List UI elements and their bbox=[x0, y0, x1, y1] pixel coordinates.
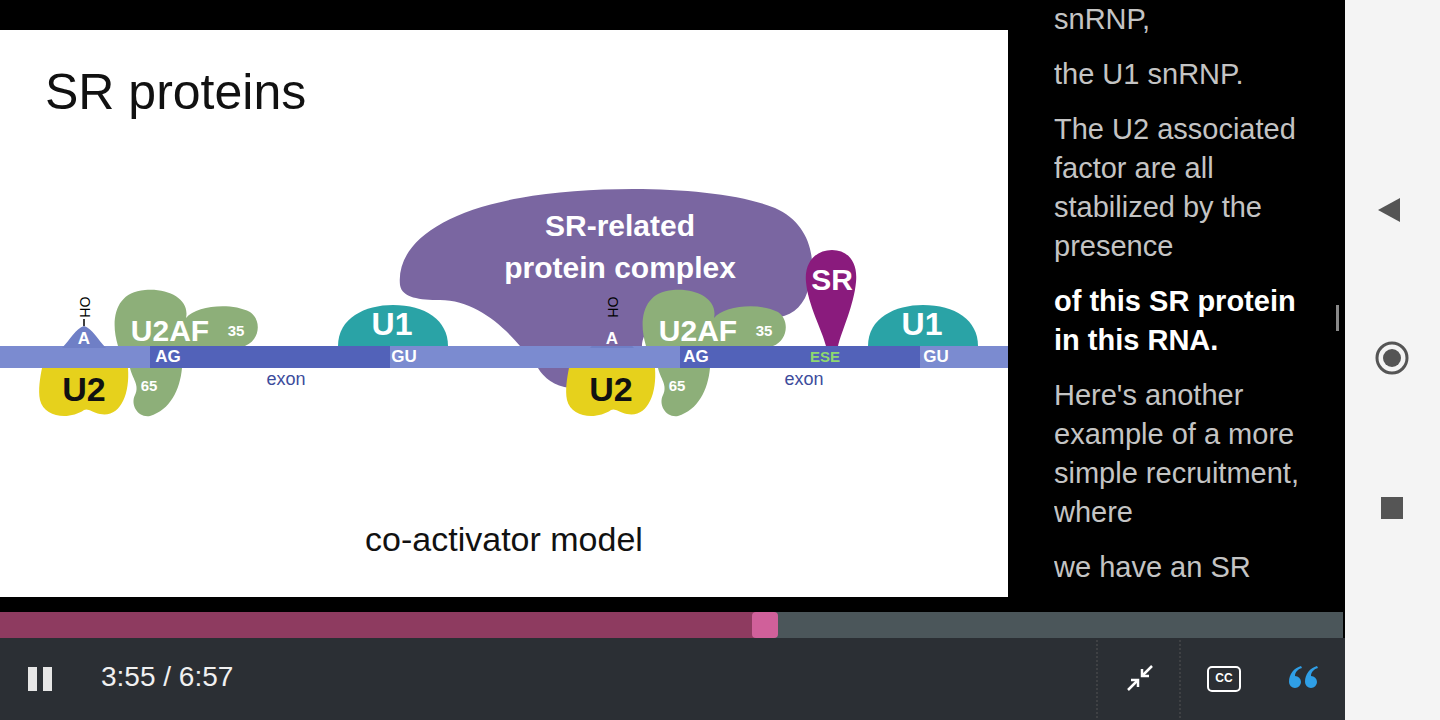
node-text: SR-related protein complex bbox=[492, 205, 748, 289]
sr-protein-outline bbox=[806, 250, 856, 346]
node-text: 35 bbox=[756, 323, 773, 340]
u2af-factor: U2AF 35 65 bbox=[636, 286, 791, 418]
hydroxyl-label: OH bbox=[76, 297, 91, 318]
sr-related-complex: SR-related protein complex bbox=[393, 184, 821, 392]
u2af-factor-shape bbox=[636, 286, 791, 418]
u1-snrnp-outline bbox=[868, 305, 978, 346]
splice-site-label: AG bbox=[155, 348, 181, 367]
progress-played bbox=[0, 612, 765, 638]
sr-related-complex-outline bbox=[400, 189, 812, 346]
u2-snrnp: U2 bbox=[565, 358, 659, 422]
u2-snrnp-outline bbox=[39, 368, 128, 416]
transcript-panel: snRNP, the U1 snRNP. The U2 associated fac… bbox=[1054, 0, 1316, 606]
cc-icon-text: CC bbox=[1215, 672, 1232, 685]
cc-icon-frame bbox=[1208, 667, 1240, 691]
node-text: 65 bbox=[669, 378, 686, 395]
exon-label: exon bbox=[266, 370, 305, 390]
compress-icon bbox=[1128, 666, 1152, 690]
sr-protein-outline bbox=[806, 250, 856, 346]
exon-segment bbox=[680, 346, 920, 368]
transcript-line: Here's another example of a more simple … bbox=[1054, 376, 1316, 532]
splice-site-label: GU bbox=[391, 348, 417, 367]
u1-snrnp-outline bbox=[338, 305, 448, 346]
enhancer-label: ESE bbox=[810, 349, 840, 366]
home-icon-dot bbox=[1383, 349, 1401, 367]
home-icon bbox=[1377, 343, 1407, 373]
u2af-factor: U2AF 35 65 bbox=[108, 286, 263, 418]
node-text: SR bbox=[811, 263, 853, 296]
transcript-line: of this SR protein in this RNA. bbox=[1054, 282, 1316, 360]
pause-icon bbox=[43, 667, 52, 691]
hydroxyl-bond bbox=[83, 319, 85, 326]
node-text: U2AF bbox=[659, 314, 737, 347]
u2-snrnp-outline bbox=[566, 368, 655, 416]
transcript-line: the U1 snRNP. bbox=[1054, 55, 1316, 94]
exon-segment bbox=[150, 346, 390, 368]
u2-snrnp-outline bbox=[566, 368, 655, 416]
node-text: U1 bbox=[902, 307, 943, 342]
sr-related-complex-outline bbox=[400, 189, 812, 388]
rna-strand bbox=[0, 346, 1008, 368]
slide-title: SR proteins bbox=[45, 65, 306, 120]
slide-background bbox=[0, 30, 1008, 597]
u2af-factor-outline bbox=[658, 368, 710, 416]
u1-snrnp-outline bbox=[868, 305, 978, 346]
u1-snrnp: U1 bbox=[336, 303, 450, 350]
u2af-factor-shape bbox=[108, 286, 263, 418]
slide-caption: co-activator model bbox=[365, 521, 643, 558]
node-text: 35 bbox=[228, 323, 245, 340]
recents-icon bbox=[1381, 497, 1403, 519]
nucleotide-label: A bbox=[606, 330, 618, 349]
exon-label: exon bbox=[784, 370, 823, 390]
transcript-line: we have an SR bbox=[1054, 548, 1316, 587]
transcript-line: snRNP, bbox=[1054, 0, 1316, 39]
divider bbox=[1180, 640, 1181, 720]
transcript-line: The U2 associated factor are all stabili… bbox=[1054, 110, 1316, 266]
hydroxyl-label: OH bbox=[604, 297, 619, 318]
scroll-indicator bbox=[1336, 305, 1339, 331]
node-text: U1 bbox=[372, 307, 413, 342]
time-display: 3:55 / 6:57 bbox=[101, 662, 233, 693]
back-icon bbox=[1378, 198, 1400, 222]
splice-site-label: AG bbox=[683, 348, 709, 367]
quote-icon bbox=[1289, 666, 1318, 688]
control-bar bbox=[0, 638, 1345, 720]
node-text: 65 bbox=[141, 378, 158, 395]
nav-strip bbox=[1345, 0, 1440, 720]
u2-snrnp: U2 bbox=[38, 358, 132, 422]
u2af-factor-outline bbox=[115, 290, 258, 416]
branch-point bbox=[62, 326, 106, 348]
nucleotide-label: A bbox=[78, 330, 90, 349]
progress-handle bbox=[752, 612, 778, 638]
u2af-factor-outline bbox=[643, 290, 786, 346]
node-text: U2AF bbox=[131, 314, 209, 347]
u1-snrnp-outline bbox=[338, 305, 448, 346]
node-text: U2 bbox=[62, 371, 105, 408]
pause-icon bbox=[28, 667, 37, 691]
u2af-factor-outline bbox=[130, 368, 182, 416]
u2af-factor-outline bbox=[115, 290, 258, 346]
node-text: U2 bbox=[589, 371, 632, 408]
sr-protein: SR bbox=[804, 248, 860, 348]
u2af-factor-outline bbox=[643, 290, 786, 416]
u2-snrnp-outline bbox=[39, 368, 128, 416]
splice-site-label: GU bbox=[923, 348, 949, 367]
progress-remaining bbox=[765, 612, 1343, 638]
divider bbox=[1097, 640, 1098, 720]
u1-snrnp: U1 bbox=[866, 303, 980, 350]
